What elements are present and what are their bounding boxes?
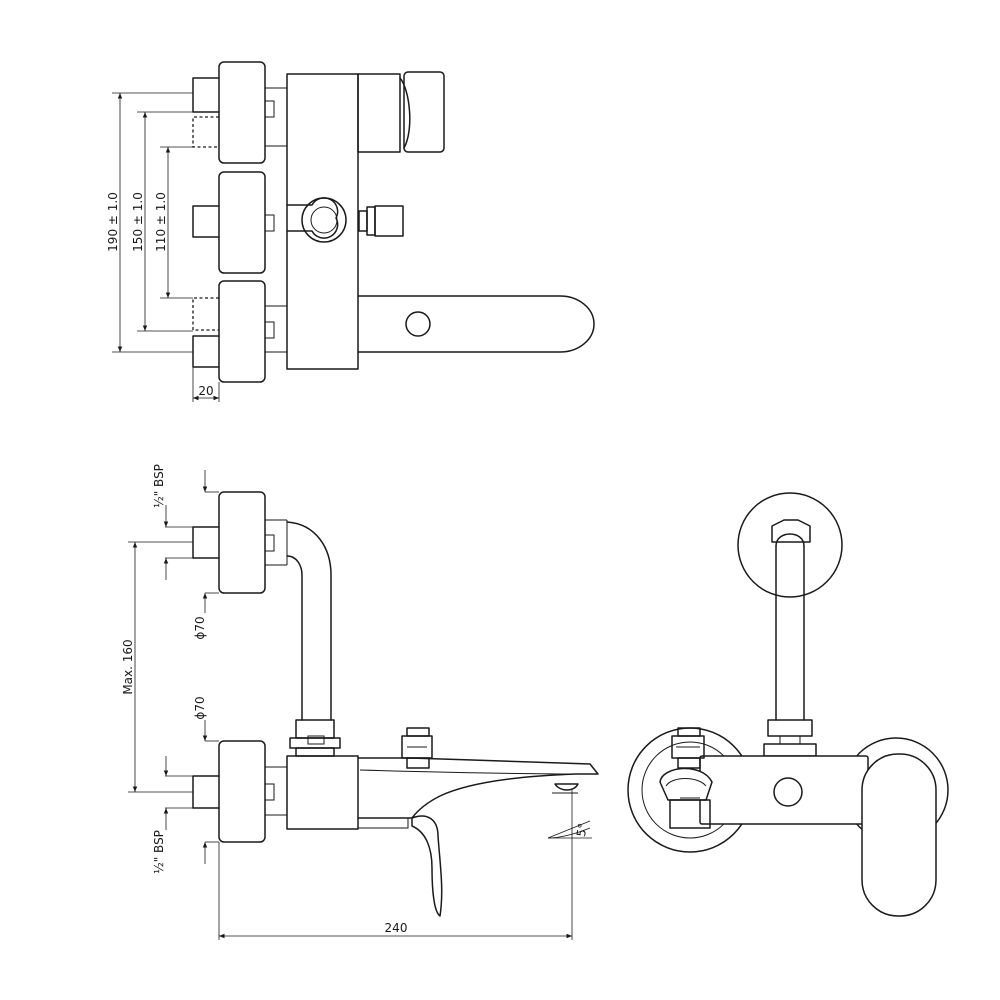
side-stub-upper	[192, 526, 220, 559]
front-body-hole	[773, 777, 803, 807]
side-riser-pipe-inner	[286, 555, 303, 721]
dim-190-label: 190 ± 1.0	[106, 192, 120, 252]
side-mixer-body	[286, 755, 359, 830]
bsp-top-label: ½" BSP	[152, 464, 166, 508]
front-riser-nut	[767, 719, 813, 737]
side-stub-lower	[192, 775, 220, 809]
top-plate-lower	[218, 280, 266, 383]
top-view: 190 ± 1.0 150 ± 1.0 110 ± 1.0 20	[106, 61, 595, 402]
bsp-bottom-label: ½" BSP	[152, 830, 166, 874]
top-handle-lever	[357, 295, 595, 353]
front-view	[627, 492, 949, 917]
dim-240-label: 240	[385, 921, 408, 935]
top-plate-upper	[218, 61, 266, 164]
dim-20-label: 20	[198, 384, 213, 398]
diameter-top-label: ϕ70	[193, 616, 207, 639]
top-plate-middle	[218, 171, 266, 274]
top-stub-upper-alt	[192, 116, 219, 148]
top-stub-upper	[192, 77, 220, 113]
top-bent-pipe	[286, 197, 339, 239]
side-plate-upper	[218, 491, 266, 594]
dim-150-label: 150 ± 1.0	[131, 192, 145, 252]
front-plate-upper	[737, 492, 843, 598]
side-plate-lower	[218, 740, 266, 843]
top-stub-lower-alt	[192, 297, 219, 331]
top-stub-middle	[192, 205, 220, 238]
top-nut-3	[264, 321, 275, 339]
top-nut-1	[264, 100, 275, 118]
side-spout	[357, 757, 599, 819]
top-mixer-body	[286, 73, 359, 370]
top-nut-2	[264, 214, 275, 232]
top-small-valve	[374, 205, 404, 237]
dim-angle-label: 5°	[574, 822, 590, 838]
side-lever-handle	[411, 815, 443, 917]
top-stub-lower	[192, 335, 220, 368]
top-lever-hole	[405, 311, 431, 337]
top-knob-cap	[403, 71, 445, 153]
dim-max160-label: Max. 160	[121, 639, 135, 694]
front-lever-handle	[861, 753, 937, 917]
front-mixer-body	[699, 755, 869, 825]
side-aerator	[554, 783, 579, 791]
dim-110-label: 110 ± 1.0	[154, 192, 168, 252]
top-pipe-bend	[301, 197, 347, 243]
front-shower-connector	[659, 767, 713, 801]
top-knob-base	[357, 73, 401, 153]
side-view: 5° ½" BSP ϕ70 ϕ70 ½" BSP Max. 160 240	[121, 464, 599, 940]
diameter-bottom-label: ϕ70	[193, 696, 207, 719]
side-riser-pipe-outer	[286, 521, 332, 721]
side-riser-nut	[295, 719, 335, 739]
